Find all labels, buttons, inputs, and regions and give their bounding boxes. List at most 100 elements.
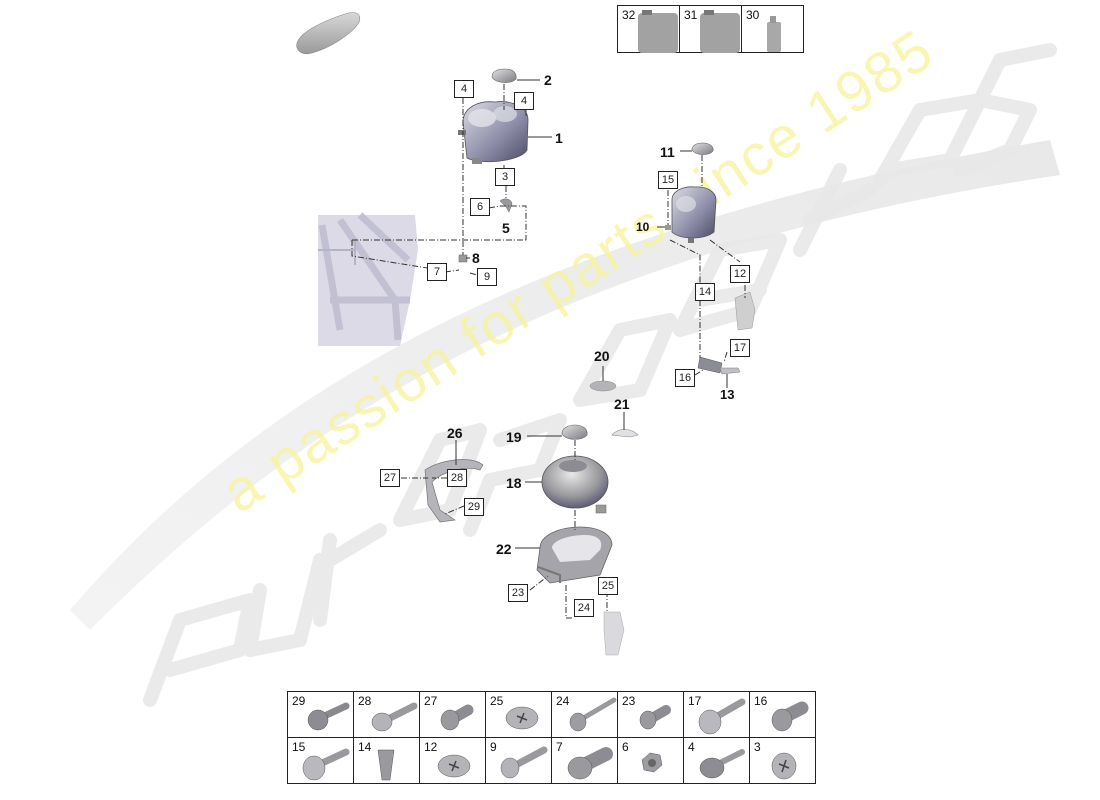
callout-19: 19	[506, 429, 522, 445]
fastener-cell: 29	[287, 691, 354, 738]
item-number: 7	[556, 740, 563, 754]
bracket-13	[719, 367, 741, 375]
item-number: 29	[292, 694, 306, 708]
tank-cap-2	[491, 68, 517, 83]
clip-21	[611, 429, 639, 438]
callout-20: 20	[594, 348, 610, 364]
canister-icon	[638, 10, 678, 53]
hex-rivet-nut-icon	[771, 701, 809, 732]
bracket-26	[424, 459, 484, 523]
fastener-cell: 3	[749, 737, 816, 784]
box-label-28: 28	[447, 469, 467, 487]
box-label-14: 14	[695, 283, 715, 301]
rivet-nut-icon	[639, 705, 671, 730]
box-label-24: 24	[574, 599, 594, 617]
part-5	[499, 198, 513, 213]
item-number: 4	[688, 740, 695, 754]
fastener-cell: 27	[419, 691, 486, 738]
clip-nut-icon	[377, 749, 395, 781]
torx-pan-bolt-icon	[371, 702, 418, 732]
torx-pan-bolt-icon	[500, 746, 548, 779]
hex-nut-icon	[641, 752, 663, 773]
body-frame	[318, 212, 418, 346]
item-number: 28	[358, 694, 372, 708]
item-number: 15	[292, 740, 306, 754]
fluid-cell-30: 30	[741, 5, 804, 53]
box-label-9: 9	[477, 268, 497, 286]
fastener-cell: 7	[551, 737, 618, 784]
item-number: 3	[754, 740, 761, 754]
rivet-nut-icon	[440, 704, 474, 731]
bracket-25	[603, 611, 625, 656]
callout-10: 10	[636, 220, 650, 234]
fasteners-table: 29 28 27 25 24 23 17 16 15 14 12	[287, 691, 816, 784]
tank-cap-11	[691, 142, 714, 155]
fastener-cell: 6	[617, 737, 684, 784]
box-label-17: 17	[730, 339, 750, 357]
fastener-cell: 16	[749, 691, 816, 738]
item-number: 23	[622, 694, 636, 708]
hex-flange-bolt-icon	[307, 702, 350, 731]
item-number: 24	[556, 694, 570, 708]
phillips-flange-screw-icon	[437, 754, 471, 778]
phillips-flange-screw-icon	[771, 752, 797, 780]
box-label-25: 25	[598, 577, 618, 595]
hex-rivet-nut-icon	[567, 747, 613, 780]
fastener-cell: 24	[551, 691, 618, 738]
fluid-cell-32: 32	[617, 5, 680, 53]
item-number: 27	[424, 694, 438, 708]
expansion-tank-2	[671, 186, 717, 243]
box-label-15: 15	[658, 171, 678, 189]
item-number: 6	[622, 740, 629, 754]
fastener-cell: 23	[617, 691, 684, 738]
callout-11: 11	[660, 144, 675, 160]
box-label-23: 23	[508, 584, 528, 602]
fastener-cell: 15	[287, 737, 354, 784]
fastener-cell: 9	[485, 737, 552, 784]
callout-18: 18	[506, 475, 522, 491]
item-number: 32	[622, 8, 636, 22]
callout-5: 5	[502, 220, 510, 236]
box-label-4: 4	[514, 92, 534, 110]
housing-22	[536, 526, 613, 584]
hose-16	[697, 356, 723, 374]
cap-19	[561, 424, 588, 440]
callout-1: 1	[555, 130, 563, 146]
fastener-cell: 25	[485, 691, 552, 738]
box-label-3: 3	[495, 168, 515, 186]
box-label-29: 29	[464, 498, 484, 516]
hex-flange-bolt-icon	[699, 749, 745, 779]
expansion-tank-1	[458, 101, 529, 164]
long-torx-bolt-icon	[569, 697, 617, 732]
callout-21: 21	[614, 396, 630, 412]
box-label-7: 7	[427, 263, 447, 281]
callout-22: 22	[496, 541, 512, 557]
item-number: 14	[358, 740, 372, 754]
box-label-4: 4	[454, 80, 474, 98]
pan-head-bolt-icon	[698, 698, 746, 735]
fastener-cell: 14	[353, 737, 420, 784]
item-number: 17	[688, 694, 702, 708]
item-number: 30	[746, 8, 760, 22]
callout-26: 26	[447, 425, 463, 441]
canister-icon	[700, 10, 740, 53]
item-number: 9	[490, 740, 497, 754]
part-10	[665, 225, 671, 230]
box-label-6: 6	[470, 198, 490, 216]
callout-8: 8	[472, 250, 480, 266]
box-label-27: 27	[380, 469, 400, 487]
callout-2: 2	[544, 72, 552, 88]
bracket-12	[734, 291, 756, 331]
item-number: 16	[754, 694, 768, 708]
pan-head-bolt-icon	[302, 748, 350, 781]
fastener-cell: 28	[353, 691, 420, 738]
fluid-cell-31: 31	[679, 5, 742, 53]
part-8	[458, 254, 468, 263]
bottle-icon	[767, 16, 781, 52]
fluid-containers-table: 32 31 30	[617, 5, 804, 53]
fastener-cell: 12	[419, 737, 486, 784]
fastener-cell: 4	[683, 737, 750, 784]
